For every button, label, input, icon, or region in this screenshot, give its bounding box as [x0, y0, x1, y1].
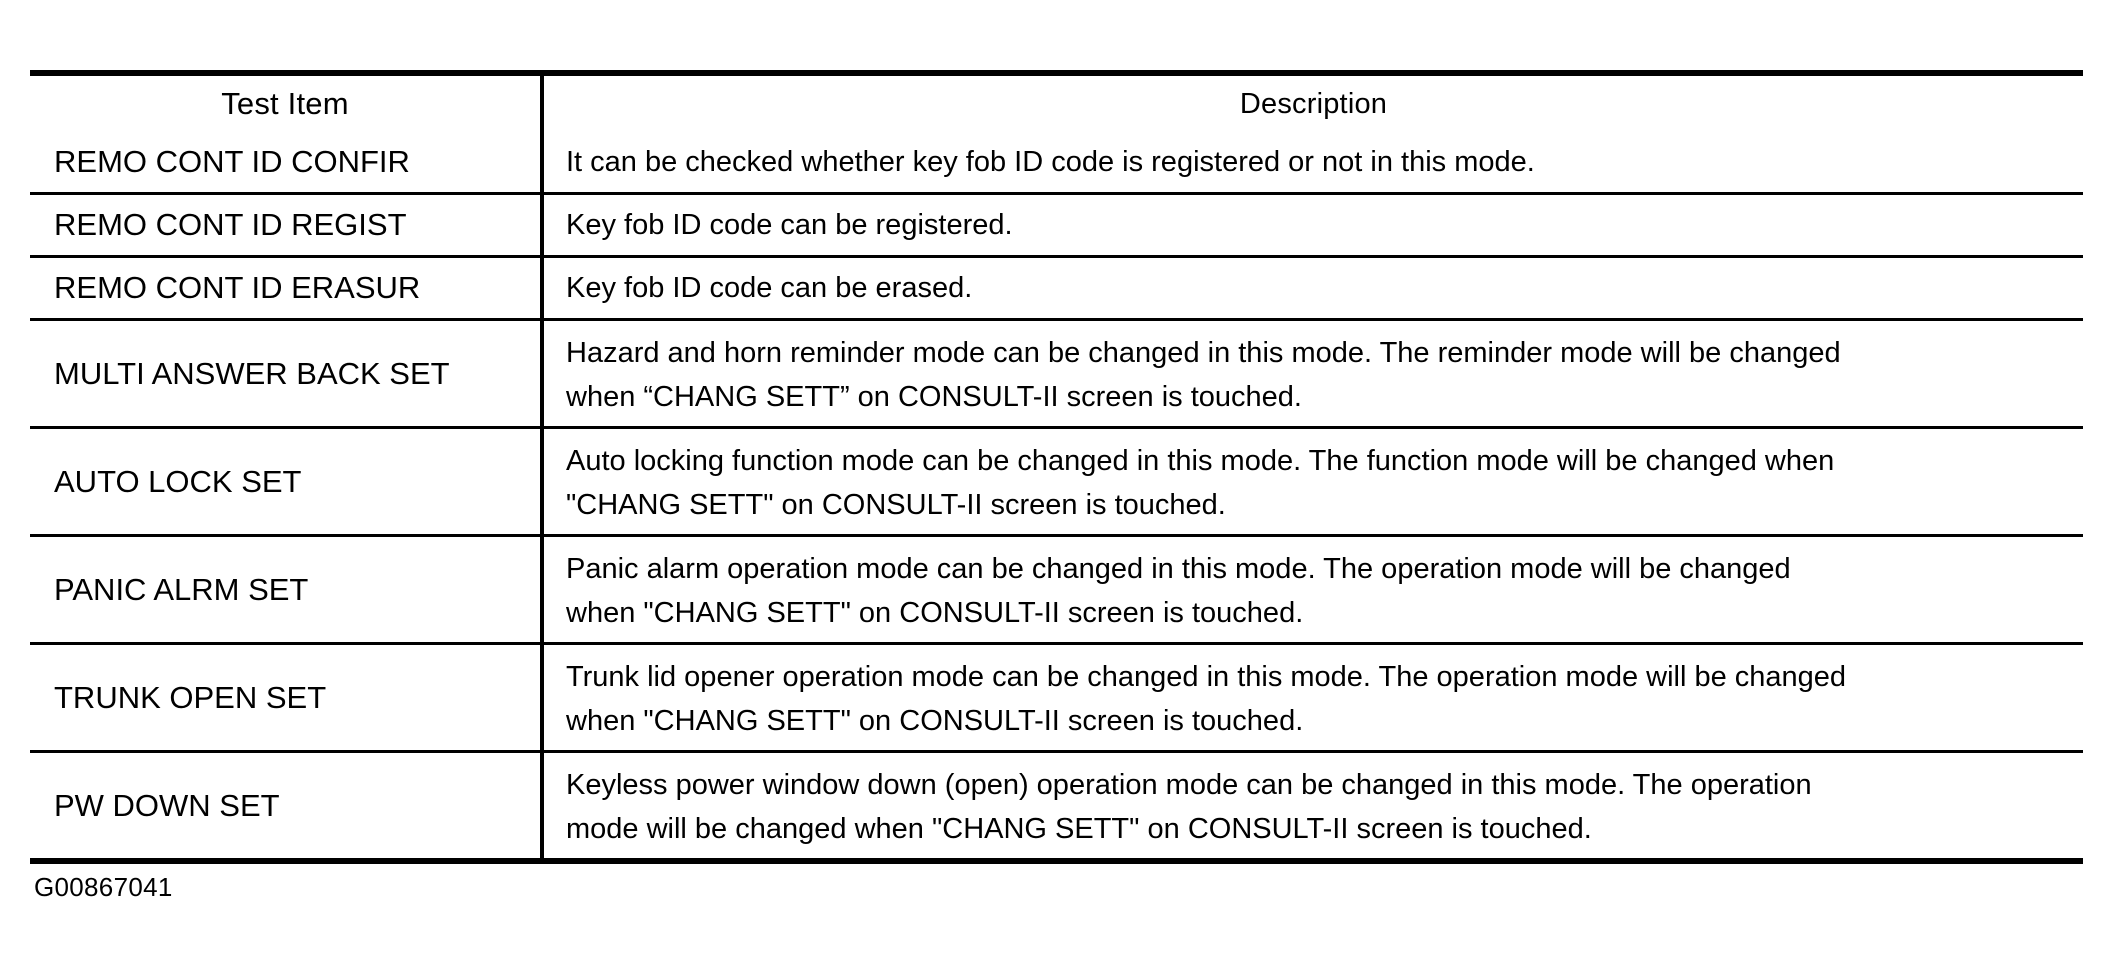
cell-test-item: MULTI ANSWER BACK SET [30, 319, 544, 429]
table-row: PW DOWN SET Keyless power window down (o… [30, 751, 2083, 861]
cell-description: Auto locking function mode can be change… [542, 427, 2083, 537]
description-line: It can be checked whether key fob ID cod… [566, 146, 1535, 178]
test-item-label: MULTI ANSWER BACK SET [54, 355, 450, 391]
cell-description: Panic alarm operation mode can be change… [542, 535, 2083, 645]
description-text: Hazard and horn reminder mode can be cha… [544, 329, 2083, 419]
cell-test-item: TRUNK OPEN SET [30, 643, 544, 753]
description-text: Keyless power window down (open) operati… [544, 761, 2083, 851]
table-row: REMO CONT ID REGIST Key fob ID code can … [30, 193, 2083, 258]
table-row: REMO CONT ID CONFIR It can be checked wh… [30, 132, 2083, 195]
cell-test-item: AUTO LOCK SET [30, 427, 544, 537]
test-item-label: REMO CONT ID REGIST [54, 207, 407, 242]
cell-test-item: REMO CONT ID CONFIR [30, 132, 544, 195]
cell-test-item: REMO CONT ID ERASUR [30, 256, 544, 321]
table-row: TRUNK OPEN SET Trunk lid opener operatio… [30, 643, 2083, 753]
cell-description: Key fob ID code can be registered. [542, 193, 2083, 258]
description-text: Trunk lid opener operation mode can be c… [544, 653, 2083, 743]
description-text: Key fob ID code can be registered. [544, 203, 2083, 247]
description-text: Auto locking function mode can be change… [544, 437, 2083, 527]
description-line: Hazard and horn reminder mode can be cha… [566, 336, 1841, 369]
description-line: when "CHANG SETT" on CONSULT-II screen i… [566, 596, 1304, 629]
cell-description: Hazard and horn reminder mode can be cha… [542, 319, 2083, 429]
table-row: AUTO LOCK SET Auto locking function mode… [30, 427, 2083, 537]
description-line: Auto locking function mode can be change… [566, 444, 1835, 477]
cell-test-item: REMO CONT ID REGIST [30, 193, 544, 258]
table-row: REMO CONT ID ERASUR Key fob ID code can … [30, 256, 2083, 321]
column-header-test-item-label: Test Item [221, 86, 349, 121]
test-item-label: TRUNK OPEN SET [54, 679, 327, 715]
description-line: "CHANG SETT" on CONSULT-II screen is tou… [566, 488, 1226, 521]
test-item-label: AUTO LOCK SET [54, 463, 302, 499]
test-item-label: PANIC ALRM SET [54, 571, 309, 607]
description-line: when “CHANG SETT” on CONSULT-II screen i… [566, 380, 1302, 413]
column-header-description-label: Description [1239, 88, 1388, 120]
cell-test-item: PW DOWN SET [30, 751, 544, 861]
description-line: when "CHANG SETT" on CONSULT-II screen i… [566, 704, 1304, 737]
table-header-row: Test Item Description [30, 73, 2083, 132]
cell-test-item: PANIC ALRM SET [30, 535, 544, 645]
test-item-label: REMO CONT ID ERASUR [54, 270, 421, 305]
description-line: Keyless power window down (open) operati… [566, 768, 1812, 801]
description-line: mode will be changed when "CHANG SETT" o… [566, 812, 1592, 845]
cell-description: Key fob ID code can be erased. [542, 256, 2083, 321]
cell-description: Trunk lid opener operation mode can be c… [542, 643, 2083, 753]
test-item-label: REMO CONT ID CONFIR [54, 144, 410, 179]
description-line: Key fob ID code can be registered. [566, 209, 1013, 241]
description-text: It can be checked whether key fob ID cod… [544, 140, 2083, 184]
description-line: Trunk lid opener operation mode can be c… [566, 660, 1847, 693]
test-item-description-table: Test Item Description REMO CONT ID CONFI… [30, 70, 2083, 864]
description-line: Panic alarm operation mode can be change… [566, 552, 1791, 585]
description-line: Key fob ID code can be erased. [566, 272, 973, 304]
table-row: PANIC ALRM SET Panic alarm operation mod… [30, 535, 2083, 645]
cell-description: It can be checked whether key fob ID cod… [542, 132, 2083, 195]
test-item-label: PW DOWN SET [54, 787, 280, 823]
column-header-description: Description [542, 73, 2083, 132]
column-header-test-item: Test Item [30, 73, 544, 132]
description-text: Key fob ID code can be erased. [544, 266, 2083, 310]
figure-caption: G00867041 [34, 872, 173, 902]
cell-description: Keyless power window down (open) operati… [542, 751, 2083, 861]
description-text: Panic alarm operation mode can be change… [544, 545, 2083, 635]
table-row: MULTI ANSWER BACK SET Hazard and horn re… [30, 319, 2083, 429]
